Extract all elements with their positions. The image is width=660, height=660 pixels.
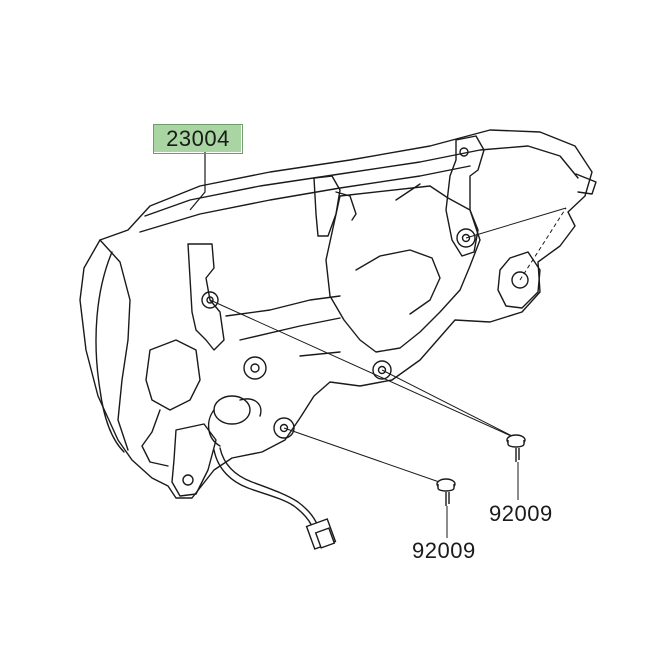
right-adjuster [497, 251, 541, 309]
upper-right-bracket [445, 135, 485, 257]
housing-outline [79, 129, 593, 499]
part-number-screw-right: 92009 [489, 501, 553, 526]
screw-left [436, 478, 456, 506]
right-mount-boss [372, 360, 392, 380]
screw-right [506, 434, 526, 462]
top-right-tab [575, 173, 597, 195]
left-bracket-bolt [201, 291, 219, 309]
part-number-screw-left: 92009 [412, 538, 476, 563]
upper-mid-bracket [313, 175, 341, 237]
wire-connector [305, 518, 337, 550]
lower-mount-boss [273, 417, 295, 439]
main-part-leader-line [189, 152, 206, 211]
part-number-main-housing: 23004 [153, 124, 243, 154]
lower-left-bracket [171, 423, 217, 497]
headlight-assembly [79, 129, 597, 499]
wiring-harness [213, 447, 317, 527]
fastener-alignment-lines [209, 207, 567, 485]
rear-body [325, 185, 481, 353]
main-part-label-box [153, 124, 241, 152]
left-bracket [187, 243, 225, 351]
front-lens [99, 239, 131, 451]
center-mount-boss [243, 356, 267, 380]
upper-right-bracket-bolt [456, 228, 476, 248]
